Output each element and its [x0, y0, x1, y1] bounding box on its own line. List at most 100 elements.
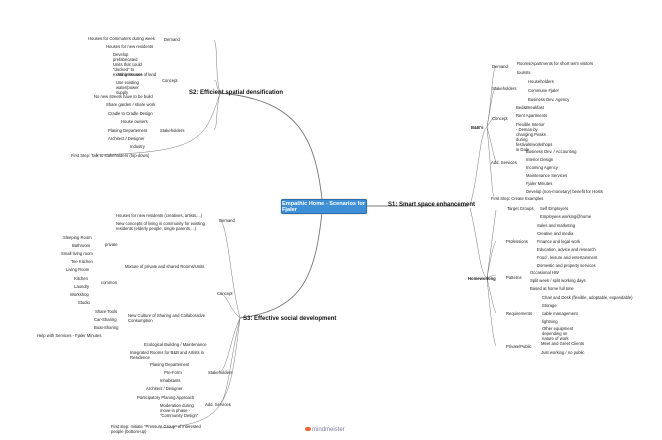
- s2-stakeholder[interactable]: Planing Departement: [108, 128, 148, 133]
- s3-private-item[interactable]: Small living room: [61, 251, 93, 256]
- s3-common-item[interactable]: Studio: [78, 300, 90, 305]
- s3-service[interactable]: Moderation during move-in phase - "Commu…: [160, 403, 199, 418]
- s2-title[interactable]: S2: Efficient spatial densification: [189, 90, 284, 96]
- s1-bnb-label[interactable]: B&B's: [471, 125, 484, 130]
- s1-hw-profession[interactable]: Finance and legal work: [537, 239, 581, 244]
- s1-bnb-service[interactable]: Incoming Agency: [526, 165, 558, 170]
- s1-hw-pattern[interactable]: Split week / split working days: [530, 278, 586, 283]
- s2-first-step[interactable]: First Step: Talk to stakeholders (top-do…: [71, 153, 150, 158]
- s3-stakeholders-label[interactable]: Stakeholders: [208, 370, 233, 375]
- s3-concept-other[interactable]: Integrated Rooms for B&B and Artists in …: [130, 350, 205, 360]
- s3-services-label[interactable]: Add. Services: [205, 402, 231, 407]
- s1-bnb-first-step[interactable]: First Step: Create Examples: [491, 196, 544, 201]
- s1-hw-requirement[interactable]: lightning: [542, 319, 558, 324]
- s1-bnb-stakeholder[interactable]: Business Dev. Agency: [528, 97, 570, 102]
- s1-hw-pattern[interactable]: Based at home full time: [530, 286, 574, 291]
- s2-demand-item[interactable]: Houses for Commuters during week: [88, 36, 155, 41]
- s3-first-step[interactable]: First step: Initiate "Pressure Group" of…: [111, 424, 201, 434]
- s1-bnb-stakeholders-label[interactable]: Stakeholders: [492, 86, 517, 91]
- s1-hw-target[interactable]: Employees working@home: [540, 214, 592, 219]
- s2-concept-label[interactable]: Concept: [162, 78, 178, 83]
- s3-common-item[interactable]: Workshop: [70, 292, 89, 297]
- s3-common-item[interactable]: Laundry: [74, 284, 90, 289]
- s1-hw-private[interactable]: Just working / no public: [541, 350, 585, 355]
- s1-bnb-stakeholder[interactable]: Commune Fjaler: [528, 88, 559, 93]
- s2-stakeholder[interactable]: Architect / Designer: [108, 136, 145, 141]
- s1-hw-requirement[interactable]: Chair and Desk (flexible, adoptable, exp…: [542, 295, 633, 300]
- s1-bnb-concept-item[interactable]: Bed&Breakfast: [516, 105, 544, 110]
- s1-hw-requirement[interactable]: cable management: [542, 311, 578, 316]
- s1-bnb-service[interactable]: Fjaler Minutes: [526, 181, 553, 186]
- s3-demand-item[interactable]: Houses for new residents (creatives, art…: [116, 213, 203, 218]
- s3-stakeholder[interactable]: Pre-Form: [164, 370, 182, 375]
- s1-bnb-concept-label[interactable]: Concept: [492, 116, 508, 121]
- s3-concept-mixture[interactable]: Mixture of private and shared Rooms/Unit…: [125, 264, 205, 269]
- s3-private-item[interactable]: Sleeping Room: [63, 235, 92, 240]
- s1-hw-profession[interactable]: Food , leisure and entertainment: [537, 255, 598, 260]
- s1-bnb-services-label[interactable]: Add. Services: [491, 160, 517, 165]
- s1-bnb-service[interactable]: Maintenance Services: [526, 173, 568, 178]
- s3-private-item[interactable]: Bathroom: [72, 243, 91, 248]
- s1-bnb-demand-item[interactable]: tourists: [517, 70, 531, 75]
- s3-sharing-item[interactable]: Help with Services - Fjaler Minutes: [37, 333, 102, 338]
- s2-concept-item[interactable]: Minimize use of land: [118, 72, 157, 77]
- s1-hw-profession[interactable]: Sales and marketing: [537, 223, 576, 228]
- s3-title[interactable]: S3: Effective social development: [243, 316, 337, 322]
- s1-hw-target[interactable]: Self Employers: [540, 206, 569, 211]
- s3-demand-item[interactable]: New concepts of living in community for …: [116, 221, 205, 231]
- s3-concept-label[interactable]: Concept: [217, 291, 233, 296]
- s3-demand-label[interactable]: Demand: [219, 218, 235, 223]
- mindmeister-logo: mindmeister: [305, 427, 345, 433]
- s2-concept-item[interactable]: No new streets have to be build: [94, 94, 153, 99]
- s2-concept-item[interactable]: Cradle to Cradle Design: [108, 111, 153, 116]
- s3-service[interactable]: Participatory Planing Approach: [137, 395, 195, 400]
- s3-private-label[interactable]: private: [105, 242, 118, 247]
- s1-hw-profession[interactable]: Domestic and property services: [537, 263, 596, 268]
- s2-concept-item[interactable]: Develop prefabricated Units that could "…: [113, 52, 143, 77]
- s1-hw-requirements-label[interactable]: Requirements: [506, 311, 533, 316]
- s1-hw-private-label[interactable]: Private/Public: [506, 344, 532, 349]
- s2-demand-label[interactable]: Demand: [164, 37, 180, 42]
- s1-bnb-demand-item[interactable]: Rooms/Apartments for short term visitors: [517, 61, 594, 66]
- s1-bnb-concept-item[interactable]: Flexible Interior - Deman by changing Pe…: [516, 122, 553, 152]
- s2-stakeholder[interactable]: Industry: [130, 144, 145, 149]
- s2-concept-item[interactable]: Use existing water/power supply: [116, 80, 139, 95]
- s1-title[interactable]: S1: Smart space enhancement: [388, 202, 476, 208]
- connector-s3: [239, 211, 323, 319]
- s2-stakeholders-label[interactable]: Stakeholders: [160, 128, 185, 133]
- s2-demand-item[interactable]: Houses for new residents: [106, 44, 154, 49]
- s1-hw-target-label[interactable]: Target Groups: [507, 206, 534, 211]
- s2-stakeholder[interactable]: House owners: [121, 119, 148, 124]
- s1-bnb-demand-label[interactable]: Demand: [492, 64, 508, 69]
- s1-hw-requirement[interactable]: Storage: [542, 303, 557, 308]
- s3-sharing-item[interactable]: Car-Sharing: [94, 317, 117, 322]
- s1-bnb-service[interactable]: Interior Design: [526, 157, 554, 162]
- s1-hw-profession[interactable]: Education, advice and research: [537, 247, 596, 252]
- s3-common-item[interactable]: Kitchen: [74, 276, 88, 281]
- logo-text: mindmeister: [312, 427, 345, 433]
- s1-bnb-stakeholder[interactable]: Householders: [528, 79, 554, 84]
- s3-sharing-item[interactable]: Boat-Sharing: [94, 325, 119, 330]
- central-topic[interactable]: Empathic Home - Scenarios for Fjaler: [281, 199, 367, 214]
- s3-sharing-item[interactable]: Share Tools: [95, 309, 118, 314]
- s3-stakeholder[interactable]: Inhabitants: [160, 378, 181, 383]
- s3-stakeholder[interactable]: Architect / Designer: [146, 386, 183, 391]
- s3-concept-other[interactable]: Ecological Building / Maintenance: [144, 342, 207, 347]
- s1-hw-patterns-label[interactable]: Patterns: [506, 275, 522, 280]
- s2-concept-item[interactable]: Share garden / share work: [106, 102, 156, 107]
- s3-private-item[interactable]: Tee Kitchen: [71, 259, 93, 264]
- s1-hw-pattern[interactable]: Occasional HW: [530, 270, 559, 275]
- s1-homeworking-label[interactable]: Homeworking: [468, 276, 496, 281]
- s3-sharing-label[interactable]: New Culture of Sharing and Collaborative…: [128, 313, 206, 323]
- s1-bnb-service[interactable]: Develop (non-monetary) benefit for Hosts: [526, 189, 603, 194]
- s1-hw-profession[interactable]: Creative and media: [537, 231, 574, 236]
- s1-hw-requirement[interactable]: Other equipment depending on nature of w…: [542, 326, 574, 341]
- s1-bnb-service[interactable]: Business Dev. / Accounting: [526, 149, 577, 154]
- s1-hw-private[interactable]: Meet and Greet Clients: [541, 341, 585, 346]
- s3-common-item[interactable]: Living Room: [66, 267, 90, 272]
- s3-stakeholder[interactable]: Planing Departement: [150, 362, 190, 367]
- s1-bnb-concept-item[interactable]: Rent Apartments: [516, 113, 548, 118]
- s3-common-label[interactable]: common: [101, 280, 118, 285]
- s1-hw-professions-label[interactable]: Professions: [506, 239, 528, 244]
